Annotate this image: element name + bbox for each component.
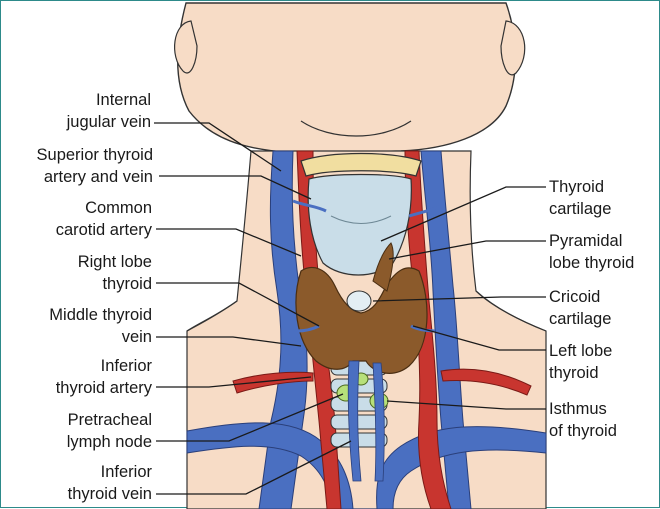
label-inferior-thyroid-artery: Inferior thyroid artery [21, 355, 152, 399]
label-line: lymph node [21, 431, 152, 453]
label-line: vein [11, 326, 152, 348]
label-common-carotid-artery: Common carotid artery [21, 197, 152, 241]
label-line: Isthmus [549, 398, 657, 420]
head-outline [178, 3, 516, 153]
label-line: Internal [45, 89, 151, 111]
label-inferior-thyroid-vein: Inferior thyroid vein [21, 461, 152, 505]
left-ear [501, 21, 525, 75]
label-line: thyroid vein [21, 483, 152, 505]
label-pretracheal-lymph-node: Pretracheal lymph node [21, 409, 152, 453]
label-middle-thyroid-vein: Middle thyroid vein [11, 304, 152, 348]
label-line: Inferior [21, 355, 152, 377]
label-line: Right lobe [31, 251, 152, 273]
label-line: Inferior [21, 461, 152, 483]
cricoid-cartilage-shape [347, 291, 371, 311]
label-line: Left lobe [549, 340, 657, 362]
label-line: lobe thyroid [549, 252, 657, 274]
label-cricoid-cartilage: Cricoid cartilage [549, 286, 657, 330]
label-right-lobe-thyroid: Right lobe thyroid [31, 251, 152, 295]
label-line: Superior thyroid [7, 144, 153, 166]
label-thyroid-cartilage: Thyroid cartilage [549, 176, 657, 220]
label-line: artery and vein [7, 166, 153, 188]
label-line: thyroid [31, 273, 152, 295]
label-superior-thyroid-artery-vein: Superior thyroid artery and vein [7, 144, 153, 188]
label-line: Common [21, 197, 152, 219]
label-line: carotid artery [21, 219, 152, 241]
label-isthmus-of-thyroid: Isthmus of thyroid [549, 398, 657, 442]
label-line: Cricoid [549, 286, 657, 308]
label-line: Middle thyroid [11, 304, 152, 326]
label-line: thyroid artery [21, 377, 152, 399]
label-line: Pyramidal [549, 230, 657, 252]
label-pyramidal-lobe-thyroid: Pyramidal lobe thyroid [549, 230, 657, 274]
label-internal-jugular-vein: Internal jugular vein [45, 89, 151, 133]
label-line: Thyroid [549, 176, 657, 198]
label-left-lobe-thyroid: Left lobe thyroid [549, 340, 657, 384]
label-line: Pretracheal [21, 409, 152, 431]
label-line: cartilage [549, 198, 657, 220]
label-line: thyroid [549, 362, 657, 384]
label-line: of thyroid [549, 420, 657, 442]
label-line: cartilage [549, 308, 657, 330]
label-line: jugular vein [45, 111, 151, 133]
